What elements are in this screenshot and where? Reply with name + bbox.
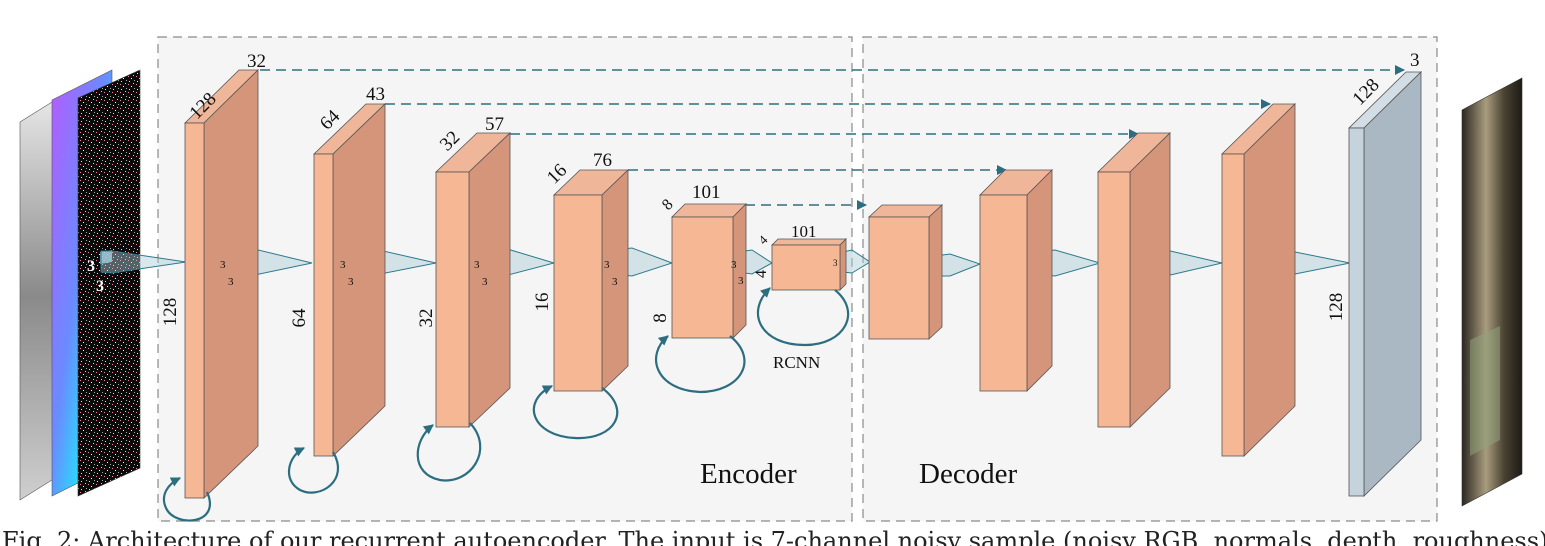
block-2-side <box>332 103 386 457</box>
recurrent-loop-3 <box>416 422 482 482</box>
bottleneck-side <box>839 238 847 291</box>
recurrent-loop-6 <box>757 287 850 347</box>
decoder-block-4-front <box>1221 153 1245 457</box>
recurrent-loop-2 <box>288 447 340 494</box>
block-4-front <box>553 194 603 392</box>
block-4-kernel-label-2: 3 <box>612 276 618 288</box>
decoder-block-2-side <box>1026 169 1053 392</box>
block-2-channels-label: 43 <box>366 84 385 105</box>
bottleneck-height-label: 4 <box>753 270 770 278</box>
skip-connections <box>260 65 1405 210</box>
block-2-kernel-label-1: 3 <box>340 259 346 271</box>
decoder-block-1-front <box>868 216 930 340</box>
decoder-block-4 <box>1221 103 1296 457</box>
rcnn-label: RCNN <box>773 353 820 372</box>
decoder-block-2 <box>979 169 1053 392</box>
block-3-front <box>435 171 470 428</box>
figure-caption: Fig. 2: Architecture of our recurrent au… <box>2 527 1545 546</box>
block-5-kernel-label-2: 3 <box>738 275 744 287</box>
encoder-label: Encoder <box>700 458 797 490</box>
block-2-kernel-label-2: 3 <box>348 276 354 288</box>
recurrent-loop-1 <box>162 477 211 522</box>
block-1-height-label: 128 <box>160 298 181 327</box>
bottleneck-front <box>771 244 841 291</box>
block-2-height-label: 64 <box>289 308 310 328</box>
bottleneck-channels-label: 101 <box>791 222 817 241</box>
block-5-front <box>671 216 734 339</box>
recurrent-loop-4 <box>532 385 619 440</box>
decoder-block-1-side <box>928 204 943 340</box>
decoder-block-4-side <box>1243 103 1296 457</box>
block-3-side <box>468 132 511 428</box>
output-image-window <box>1470 326 1500 456</box>
block-1-kernel-label-2: 3 <box>228 276 234 288</box>
block-4-kernel-label-1: 3 <box>604 259 610 271</box>
decoder-block-3-side <box>1129 132 1171 428</box>
decoder-block-2-front <box>979 194 1028 392</box>
input-image-stack: 3 3 <box>19 69 141 501</box>
output-block-height-label: 128 <box>1326 293 1347 322</box>
block-5-kernel-label-1: 3 <box>731 259 737 271</box>
block-3-kernel-label-1: 3 <box>474 259 480 271</box>
encoder-block-2: 64 64 43 3 3 <box>289 84 386 457</box>
decoder-label: Decoder <box>919 458 1018 490</box>
block-4-height-label: 16 <box>532 293 553 312</box>
block-1-front <box>184 122 205 499</box>
block-5-channels-label: 101 <box>692 182 721 203</box>
block-2-front <box>313 153 334 457</box>
input-kernel-patch <box>100 250 112 264</box>
block-5-height-label: 8 <box>650 313 671 323</box>
block-1-kernel-label-1: 3 <box>220 259 226 271</box>
block-3-kernel-label-2: 3 <box>482 276 488 288</box>
input-image-noisy <box>77 69 141 497</box>
output-block-channels-label: 3 <box>1410 50 1420 71</box>
recurrent-loop-5 <box>654 335 746 394</box>
decoder-block-3 <box>1097 132 1171 428</box>
encoder-block-5: 8 8 101 3 3 <box>650 182 747 339</box>
recurrent-loops <box>162 287 850 522</box>
output-block: 128 128 3 <box>1326 50 1422 497</box>
decoder-block-3-front <box>1097 171 1131 428</box>
block-3-height-label: 32 <box>416 309 437 328</box>
encoder-block-1: 128 128 32 3 3 <box>160 51 266 499</box>
block-3-channels-label: 57 <box>485 114 504 135</box>
bottleneck-block: 4 4 101 3 RCNN <box>753 222 847 372</box>
decoder-block-1 <box>867 204 944 340</box>
kernel-pyramid-input <box>100 250 187 274</box>
bottleneck-kernel-label: 3 <box>833 258 838 268</box>
input-kernel-label-1: 3 <box>87 258 95 275</box>
block-1-channels-label: 32 <box>247 51 266 72</box>
input-kernel-label-2: 3 <box>96 278 104 295</box>
encoder-block-4: 16 16 76 3 3 <box>532 150 629 392</box>
autoencoder-diagram: Encoder Decoder 3 3 128 <box>19 36 1523 522</box>
output-block-front <box>1348 127 1365 497</box>
output-block-side <box>1363 71 1422 497</box>
block-4-channels-label: 76 <box>593 150 612 171</box>
block-5-side <box>732 203 747 339</box>
